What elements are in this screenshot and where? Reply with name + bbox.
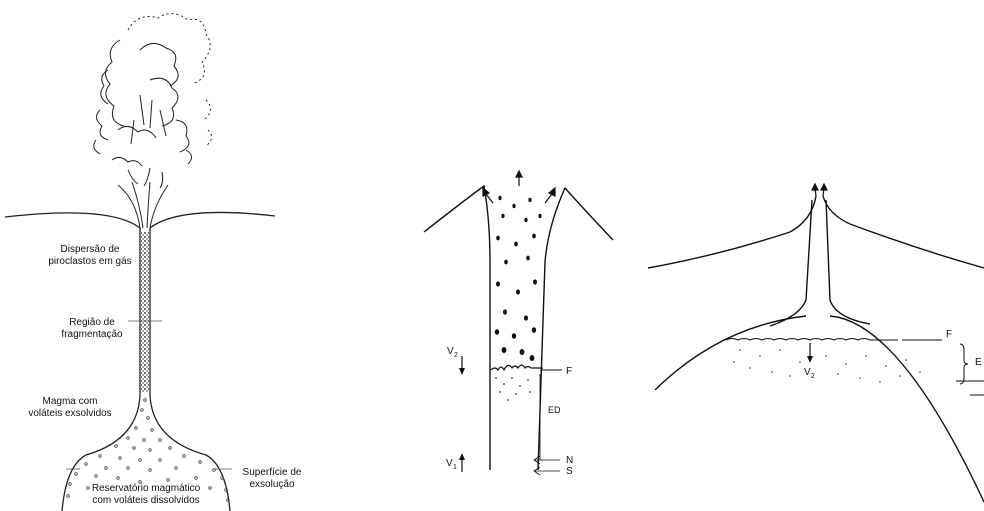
label-f-panel3: F	[946, 329, 952, 340]
label-magma-2: voláteis exsolvidos	[28, 408, 111, 419]
panel-reservoir-front: F E V 2	[648, 184, 984, 502]
label-f: F	[566, 366, 572, 377]
label-reservatorio-2: com voláteis dissolvidos	[92, 495, 199, 506]
label-e: E	[975, 357, 982, 368]
panel-conduit-front: V 2 V 1 F ED N S	[424, 171, 613, 477]
label-s: S	[566, 466, 573, 477]
panel-eruption-column: Dispersão de piroclastos em gás Região d…	[5, 13, 302, 511]
label-v2-sub: 2	[454, 352, 458, 359]
label-regiao-2: fragmentação	[61, 329, 123, 340]
label-superficie-1: Superfície de	[243, 467, 302, 478]
label-superficie-2: exsolução	[249, 479, 294, 490]
label-n: N	[566, 455, 573, 466]
eruption-arrows	[483, 171, 555, 203]
label-v1: V	[446, 458, 453, 469]
pyroclast-particles	[495, 196, 542, 361]
label-ed: ED	[548, 405, 561, 415]
label-v1-sub: 1	[453, 464, 457, 471]
label-v2: V	[447, 346, 454, 357]
label-reservatorio-1: Reservatório magmático	[92, 483, 201, 494]
label-magma-1: Magma com	[42, 396, 97, 407]
label-dispersao-2: piroclastos em gás	[48, 256, 131, 267]
label-regiao-1: Região de	[69, 317, 115, 328]
label-dispersao-1: Dispersão de	[61, 244, 120, 255]
fragmentation-front	[491, 365, 543, 370]
conduit-pyroclasts	[141, 232, 149, 392]
reservoir-front	[726, 339, 898, 341]
label-v2-sub-panel3: 2	[811, 373, 815, 380]
label-v2-panel3: V	[804, 367, 811, 378]
eruption-plume	[94, 13, 212, 188]
